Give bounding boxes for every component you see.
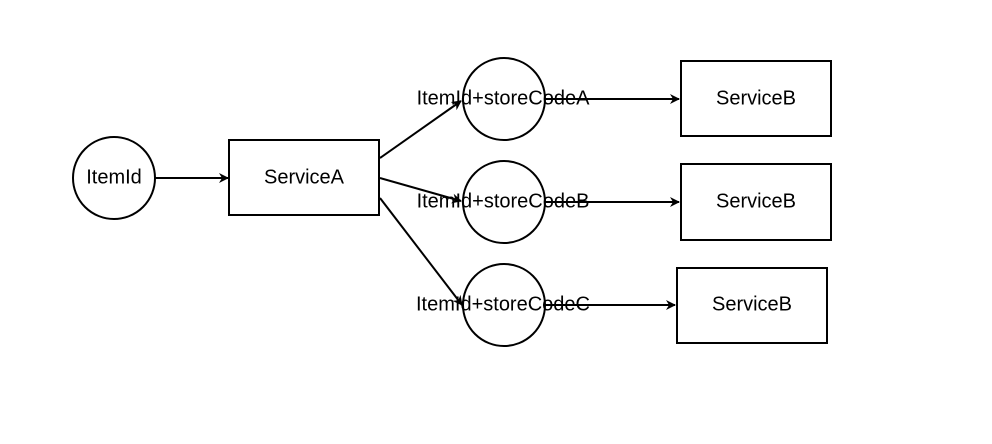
key-b-label: ItemId+storeCodeB bbox=[417, 190, 590, 212]
service-b-box-3 bbox=[676, 267, 828, 344]
service-b-node-3: ServiceB bbox=[676, 267, 828, 344]
service-a-box bbox=[228, 139, 380, 216]
key-a-label: ItemId+storeCodeA bbox=[417, 87, 591, 109]
itemid-node: ItemId bbox=[72, 136, 156, 220]
service-b-box-1 bbox=[680, 60, 832, 137]
service-b-label-1: ServiceB bbox=[716, 87, 796, 109]
itemid-circle bbox=[72, 136, 156, 220]
service-b-label-3: ServiceB bbox=[712, 293, 792, 315]
service-a-node: ServiceA bbox=[228, 139, 380, 216]
service-b-box-2 bbox=[680, 163, 832, 241]
service-b-node-2: ServiceB bbox=[680, 163, 832, 241]
service-b-node-1: ServiceB bbox=[680, 60, 832, 137]
edge-servicea-to-key-b bbox=[379, 177, 462, 204]
service-b-label-2: ServiceB bbox=[716, 190, 796, 212]
service-a-label: ServiceA bbox=[264, 166, 345, 188]
edge-servicea-to-key-c bbox=[379, 197, 463, 306]
edge-servicea-to-key-a bbox=[379, 100, 462, 159]
itemid-label: ItemId bbox=[86, 166, 142, 188]
key-c-label: ItemId+storeCodeC bbox=[416, 293, 590, 315]
